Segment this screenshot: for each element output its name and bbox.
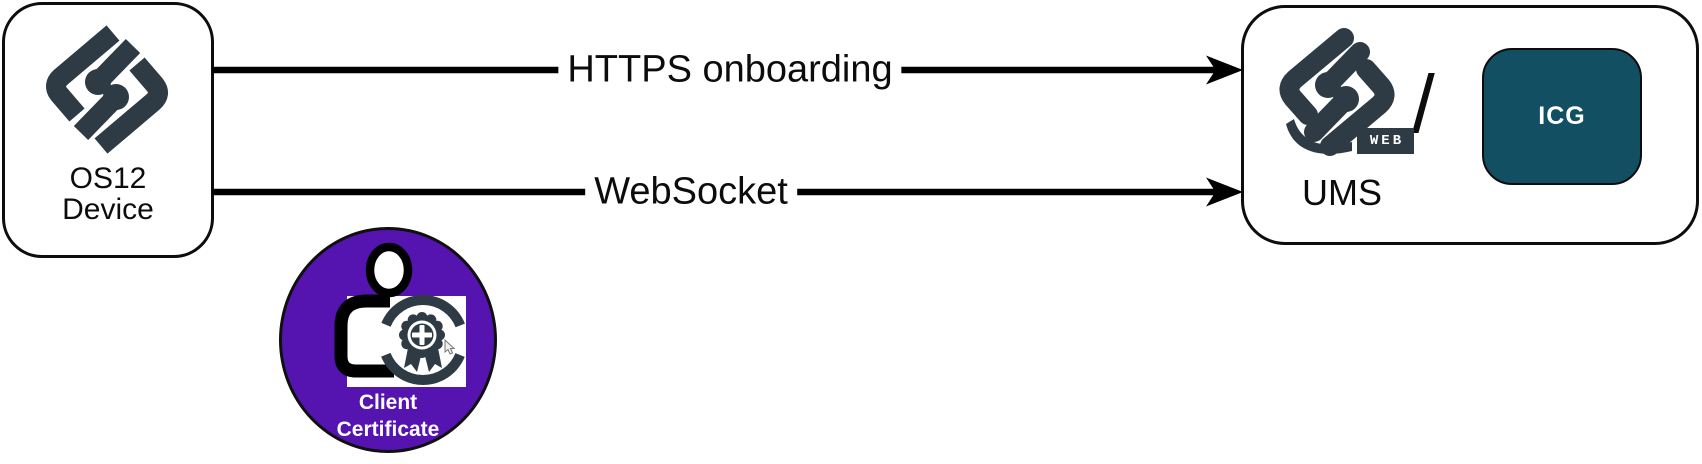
certificate-label-line2: Certificate	[336, 418, 440, 441]
websocket-arrow-label: WebSocket	[585, 170, 797, 214]
device-label-line2: Device	[62, 193, 154, 226]
slash-separator: /	[1412, 59, 1435, 150]
web-badge: WEB	[1357, 128, 1414, 154]
websocket-arrowhead-icon	[1206, 177, 1243, 207]
icg-box: ICG	[1482, 48, 1642, 185]
ums-label: UMS	[1302, 172, 1382, 213]
https-arrow-label: HTTPS onboarding	[558, 48, 902, 92]
device-node-label: OS12 Device	[2, 163, 214, 225]
https-arrowhead-icon	[1206, 55, 1243, 85]
device-label-line1: OS12	[69, 162, 147, 195]
icg-label: ICG	[1538, 102, 1586, 130]
web-badge-label: WEB	[1369, 133, 1405, 149]
certificate-label-line1: Client	[358, 391, 418, 414]
client-certificate-label: Client Certificate	[279, 389, 497, 443]
